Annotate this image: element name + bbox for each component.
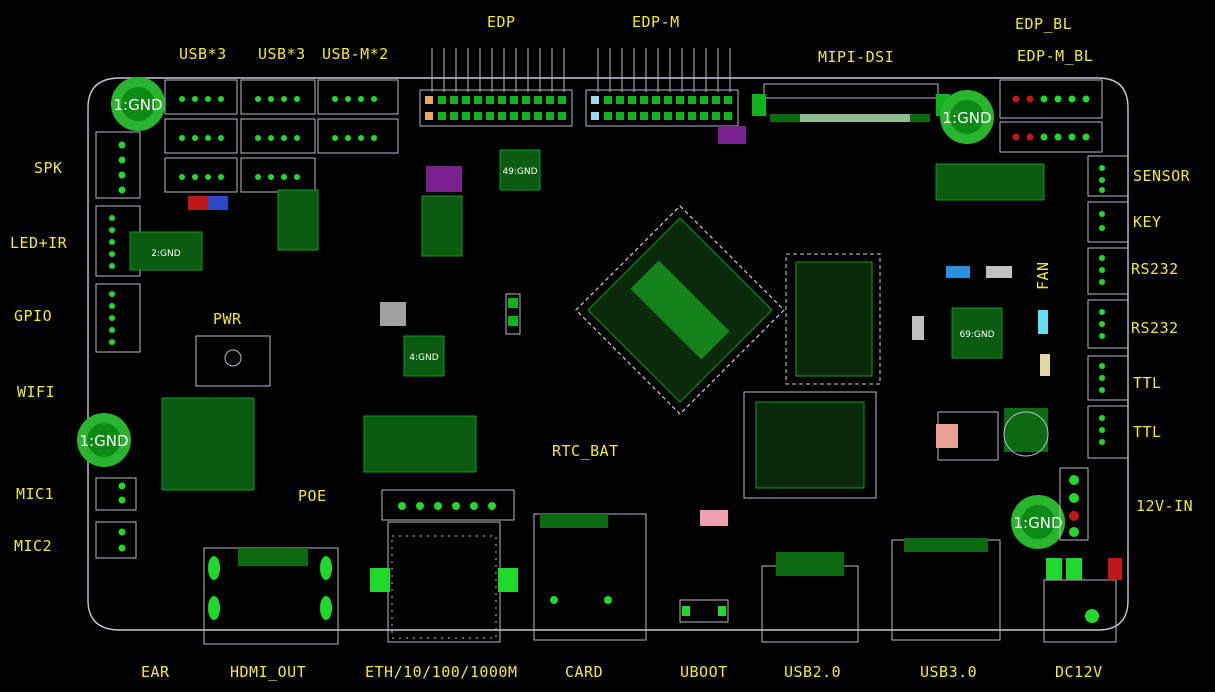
- svg-text:1:GND: 1:GND: [943, 109, 992, 127]
- ddr-chip: [785, 253, 881, 385]
- label-eth: ETH/10/100/1000M: [365, 663, 518, 681]
- label-ttl-b: TTL: [1133, 423, 1162, 441]
- usb-connectors-top: [164, 79, 399, 193]
- label-usb3: USB3.0: [920, 663, 978, 681]
- label-poe: POE: [298, 487, 327, 505]
- svg-text:69:GND: 69:GND: [959, 330, 994, 340]
- label-12v-in: 12V-IN: [1136, 497, 1194, 515]
- label-usb3-b: USB*3: [258, 45, 306, 63]
- label-led-ir: LED+IR: [10, 234, 68, 252]
- label-uboot: UBOOT: [680, 663, 728, 681]
- ic-blocks: 2:GND 49:GND 4:GND 69:GND: [129, 149, 1048, 491]
- svg-text:1:GND: 1:GND: [80, 432, 129, 450]
- label-mic2: MIC2: [14, 537, 53, 555]
- label-rtc-bat: RTC_BAT: [552, 442, 619, 460]
- label-rs232-b: RS232: [1131, 319, 1179, 337]
- edp-m-header: [585, 48, 739, 127]
- svg-text:49:GND: 49:GND: [502, 167, 537, 177]
- gnd-mounting-hole: 1:GND: [111, 77, 165, 131]
- label-ear: EAR: [141, 663, 170, 681]
- label-wifi: WIFI: [17, 383, 56, 401]
- label-usb-m2: USB-M*2: [322, 45, 389, 63]
- edp-bl-connectors: [999, 79, 1103, 153]
- label-edp-m: EDP-M: [632, 13, 680, 31]
- label-spk: SPK: [34, 159, 63, 177]
- label-mipi-dsi: MIPI-DSI: [818, 48, 895, 66]
- svg-text:4:GND: 4:GND: [409, 353, 438, 363]
- label-ttl-a: TTL: [1133, 374, 1162, 392]
- label-edp: EDP: [487, 13, 516, 31]
- gnd-mounting-hole: 1:GND: [77, 413, 131, 467]
- label-key: KEY: [1133, 213, 1162, 231]
- svg-text:1:GND: 1:GND: [1014, 514, 1063, 532]
- label-edp-m-bl: EDP-M_BL: [1017, 47, 1094, 65]
- label-dc12v: DC12V: [1055, 663, 1103, 681]
- label-edp-bl: EDP_BL: [1015, 15, 1073, 33]
- label-rs232-a: RS232: [1131, 260, 1179, 278]
- label-gpio: GPIO: [14, 307, 53, 325]
- emmc-chip: [743, 391, 877, 499]
- label-mic1: MIC1: [16, 485, 55, 503]
- gnd-mounting-hole: 1:GND: [940, 90, 994, 144]
- bottom-connectors: [203, 489, 1122, 645]
- edp-header: [419, 48, 573, 127]
- soc-chip: [575, 205, 785, 415]
- left-connectors: [95, 131, 141, 559]
- mipi-dsi-connector: [752, 83, 950, 122]
- gnd-mounting-hole: 1:GND: [1011, 495, 1065, 549]
- svg-text:1:GND: 1:GND: [114, 96, 163, 114]
- battery: [1003, 411, 1049, 457]
- label-card: CARD: [565, 663, 604, 681]
- label-hdmi-out: HDMI_OUT: [230, 663, 307, 681]
- label-pwr: PWR: [213, 310, 242, 328]
- label-fan: FAN: [1034, 261, 1052, 290]
- board-outline: [87, 77, 1129, 631]
- label-usb3-a: USB*3: [179, 45, 227, 63]
- small-components: [188, 126, 1050, 526]
- svg-text:2:GND: 2:GND: [151, 249, 180, 259]
- label-usb2: USB2.0: [784, 663, 842, 681]
- right-connectors: [1059, 155, 1129, 541]
- label-sensor: SENSOR: [1133, 167, 1191, 185]
